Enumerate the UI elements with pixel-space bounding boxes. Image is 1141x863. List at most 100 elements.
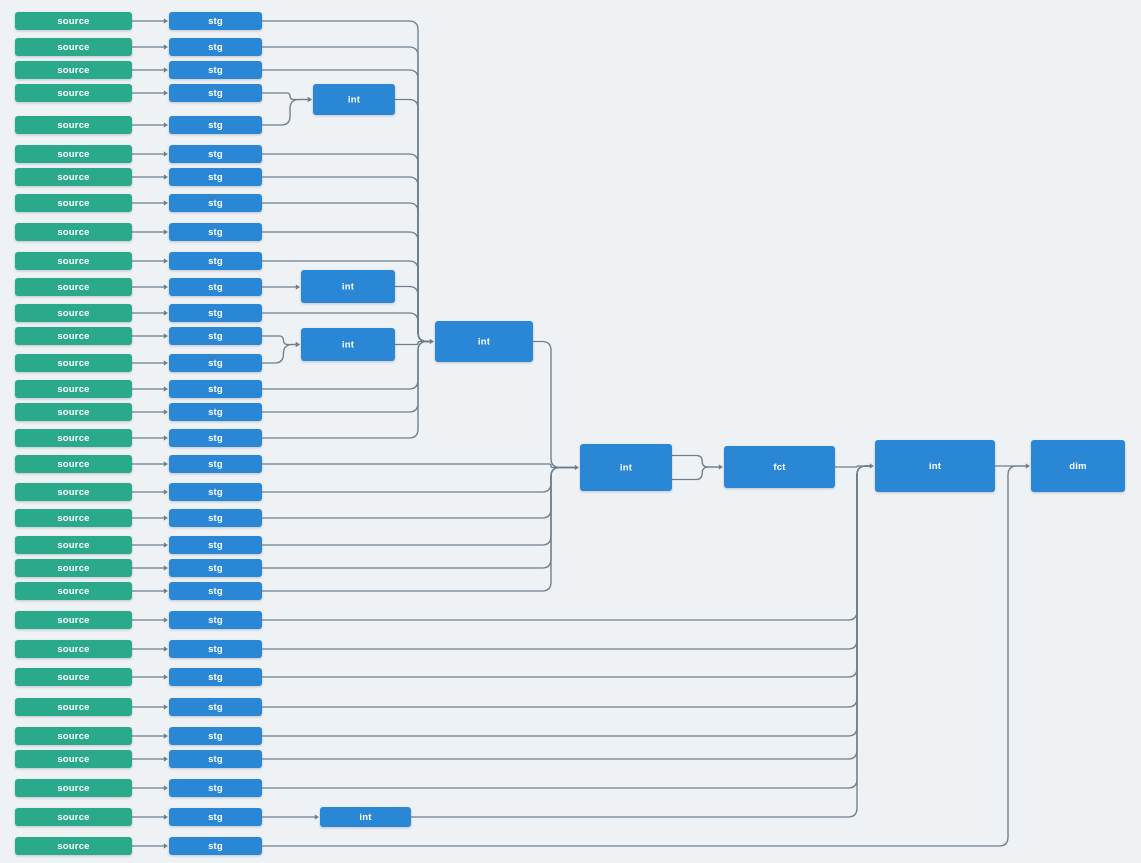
- node-box[interactable]: [169, 168, 262, 186]
- node-source-src26[interactable]: source: [15, 668, 132, 686]
- node-int-intD[interactable]: int: [435, 321, 533, 362]
- node-source-src31[interactable]: source: [15, 808, 132, 826]
- node-box[interactable]: [169, 252, 262, 270]
- node-stg-stg3[interactable]: stg: [169, 61, 262, 79]
- node-box[interactable]: [169, 84, 262, 102]
- node-int-intE[interactable]: int: [580, 444, 672, 491]
- node-source-src7[interactable]: source: [15, 168, 132, 186]
- node-source-src10[interactable]: source: [15, 252, 132, 270]
- node-box[interactable]: [15, 640, 132, 658]
- node-source-src4[interactable]: source: [15, 84, 132, 102]
- node-stg-stg30[interactable]: stg: [169, 779, 262, 797]
- node-box[interactable]: [435, 321, 533, 362]
- node-box[interactable]: [320, 807, 411, 827]
- node-dim-dimA[interactable]: dim: [1031, 440, 1125, 492]
- node-stg-stg16[interactable]: stg: [169, 403, 262, 421]
- node-source-src20[interactable]: source: [15, 509, 132, 527]
- node-box[interactable]: [875, 440, 995, 492]
- node-box[interactable]: [169, 509, 262, 527]
- node-box[interactable]: [169, 837, 262, 855]
- node-box[interactable]: [169, 327, 262, 345]
- node-box[interactable]: [169, 145, 262, 163]
- node-box[interactable]: [15, 278, 132, 296]
- node-source-src25[interactable]: source: [15, 640, 132, 658]
- node-source-src28[interactable]: source: [15, 727, 132, 745]
- node-box[interactable]: [15, 698, 132, 716]
- node-box[interactable]: [301, 270, 395, 303]
- node-box[interactable]: [15, 509, 132, 527]
- node-box[interactable]: [15, 38, 132, 56]
- node-stg-stg17[interactable]: stg: [169, 429, 262, 447]
- node-int-intG[interactable]: int: [320, 807, 411, 827]
- node-box[interactable]: [15, 668, 132, 686]
- node-source-src16[interactable]: source: [15, 403, 132, 421]
- node-box[interactable]: [15, 168, 132, 186]
- node-box[interactable]: [580, 444, 672, 491]
- node-box[interactable]: [169, 116, 262, 134]
- node-source-src3[interactable]: source: [15, 61, 132, 79]
- node-int-intB[interactable]: int: [301, 270, 395, 303]
- node-fct-fctA[interactable]: fct: [724, 446, 835, 488]
- node-source-src24[interactable]: source: [15, 611, 132, 629]
- node-source-src21[interactable]: source: [15, 536, 132, 554]
- node-source-src23[interactable]: source: [15, 582, 132, 600]
- node-source-src15[interactable]: source: [15, 380, 132, 398]
- node-box[interactable]: [15, 536, 132, 554]
- node-box[interactable]: [169, 61, 262, 79]
- node-source-src29[interactable]: source: [15, 750, 132, 768]
- node-box[interactable]: [15, 582, 132, 600]
- node-stg-stg8[interactable]: stg: [169, 194, 262, 212]
- node-stg-stg9[interactable]: stg: [169, 223, 262, 241]
- node-stg-stg28[interactable]: stg: [169, 727, 262, 745]
- node-stg-stg24[interactable]: stg: [169, 611, 262, 629]
- node-source-src18[interactable]: source: [15, 455, 132, 473]
- node-stg-stg15[interactable]: stg: [169, 380, 262, 398]
- node-box[interactable]: [169, 483, 262, 501]
- node-stg-stg4[interactable]: stg: [169, 84, 262, 102]
- node-stg-stg27[interactable]: stg: [169, 698, 262, 716]
- node-stg-stg7[interactable]: stg: [169, 168, 262, 186]
- node-box[interactable]: [169, 12, 262, 30]
- node-box[interactable]: [15, 779, 132, 797]
- node-stg-stg12[interactable]: stg: [169, 304, 262, 322]
- node-source-src19[interactable]: source: [15, 483, 132, 501]
- node-source-src6[interactable]: source: [15, 145, 132, 163]
- node-box[interactable]: [169, 194, 262, 212]
- node-box[interactable]: [15, 403, 132, 421]
- node-box[interactable]: [313, 84, 395, 115]
- node-box[interactable]: [15, 194, 132, 212]
- node-source-src32[interactable]: source: [15, 837, 132, 855]
- node-stg-stg2[interactable]: stg: [169, 38, 262, 56]
- node-box[interactable]: [15, 84, 132, 102]
- node-int-intA[interactable]: int: [313, 84, 395, 115]
- node-stg-stg23[interactable]: stg: [169, 582, 262, 600]
- node-box[interactable]: [15, 116, 132, 134]
- node-box[interactable]: [15, 223, 132, 241]
- node-stg-stg18[interactable]: stg: [169, 455, 262, 473]
- node-box[interactable]: [15, 455, 132, 473]
- node-box[interactable]: [15, 252, 132, 270]
- node-stg-stg22[interactable]: stg: [169, 559, 262, 577]
- node-box[interactable]: [169, 559, 262, 577]
- node-source-src1[interactable]: source: [15, 12, 132, 30]
- node-stg-stg21[interactable]: stg: [169, 536, 262, 554]
- node-source-src14[interactable]: source: [15, 354, 132, 372]
- node-box[interactable]: [301, 328, 395, 361]
- node-stg-stg13[interactable]: stg: [169, 327, 262, 345]
- node-box[interactable]: [169, 455, 262, 473]
- node-box[interactable]: [15, 727, 132, 745]
- node-box[interactable]: [15, 61, 132, 79]
- node-box[interactable]: [169, 380, 262, 398]
- node-box[interactable]: [169, 278, 262, 296]
- node-source-src11[interactable]: source: [15, 278, 132, 296]
- node-source-src13[interactable]: source: [15, 327, 132, 345]
- node-box[interactable]: [169, 668, 262, 686]
- node-box[interactable]: [15, 354, 132, 372]
- node-box[interactable]: [169, 536, 262, 554]
- node-stg-stg20[interactable]: stg: [169, 509, 262, 527]
- node-stg-stg31[interactable]: stg: [169, 808, 262, 826]
- node-box[interactable]: [169, 304, 262, 322]
- node-box[interactable]: [169, 403, 262, 421]
- node-box[interactable]: [15, 750, 132, 768]
